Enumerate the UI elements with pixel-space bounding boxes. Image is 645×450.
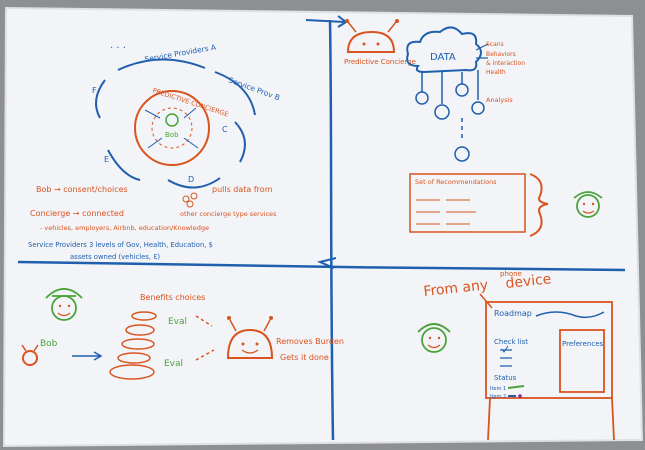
recommendations-title: Set of Recommendations (415, 178, 497, 186)
provider-f-label: F (92, 86, 97, 95)
benefit-options (109, 311, 157, 380)
eval-top-label: Eval (168, 317, 187, 327)
vertical-divider (328, 19, 335, 441)
bob-center-label: Bob (165, 131, 179, 139)
pulls-data-cluster (182, 195, 190, 203)
provider-c-label: C (222, 125, 228, 134)
status-row-2: Item 2 (490, 394, 506, 400)
horizontal-divider (17, 260, 626, 272)
user-face-icon (421, 327, 447, 353)
ellipsis: . . . (110, 40, 126, 51)
note-line-3: - vehicles, employers, Airbnb, education… (40, 224, 209, 232)
quadrant-bottom-right: From any phone device Roadmap Check list… (417, 270, 615, 441)
note-line-1: Bob → consent/choices (36, 185, 128, 194)
roadmap-label: Roadmap (494, 309, 532, 318)
provider-d-arc (167, 177, 221, 189)
quadrant-bottom-left: Bob Benefits choices Eval Eval Removes B… (21, 288, 344, 380)
device-title-2: device (505, 271, 552, 292)
bob-face-icon (165, 113, 179, 127)
provider-b-arc (214, 71, 256, 116)
data-drops (415, 70, 485, 162)
small-robot-icon (22, 350, 38, 366)
eval-bottom-label: Eval (164, 359, 183, 369)
note-line-1b: pulls data from (212, 185, 273, 194)
bob-bottom-label: Bob (40, 339, 58, 349)
quadrant-top-right: Predictive Concierge DATA Scans Behavior… (344, 19, 603, 237)
device-sketch (485, 301, 615, 441)
bob-hat-face-icon (576, 194, 600, 218)
concierge-ring (134, 90, 210, 166)
device-title-1: From any (423, 277, 489, 300)
arrow-bottom (316, 257, 337, 269)
note-line-2b: other concierge type services (180, 210, 277, 218)
side-label-3: & interaction (486, 60, 525, 67)
side-label-2: Behaviors (486, 51, 516, 58)
paper-sheet (4, 8, 642, 446)
side-label-1: Scans (486, 41, 504, 48)
provider-d-label: D (188, 175, 194, 184)
data-cloud-icon (406, 26, 482, 74)
provider-e-arc (107, 149, 141, 181)
benefits-title: Benefits choices (140, 293, 205, 302)
note-line-2: Concierge → connected (30, 209, 124, 218)
note-line-4: Service Providers 3 levels of Gov, Healt… (28, 241, 213, 249)
recommendations-box (409, 173, 526, 233)
status-label: Status (494, 374, 517, 382)
status-row-1: Item 1 (490, 386, 506, 392)
provider-f-arc (95, 79, 106, 119)
provider-a-arc (117, 58, 206, 71)
burden-robot-icon (226, 328, 274, 359)
recommendations-brace (529, 173, 549, 237)
flow-arrow (72, 351, 103, 361)
concierge-robot-icon (346, 30, 396, 53)
provider-c-arc (234, 121, 246, 163)
data-cloud-label: DATA (430, 52, 456, 63)
caption-removes-burden: Removes Burden (276, 337, 344, 346)
robot-label: Predictive Concierge (344, 58, 416, 66)
preferences-label: Preferences (562, 340, 604, 348)
analysis-label: Analysis (486, 96, 513, 104)
note-line-5: assets owned (vehicles, Ɛ) (70, 253, 160, 261)
checklist-label: Check list (494, 338, 528, 346)
caption-gets-it-done: Gets it done (280, 353, 329, 362)
device-title-extra: phone (500, 270, 522, 278)
provider-e-label: E (104, 155, 109, 164)
side-label-4: Health (486, 69, 506, 76)
